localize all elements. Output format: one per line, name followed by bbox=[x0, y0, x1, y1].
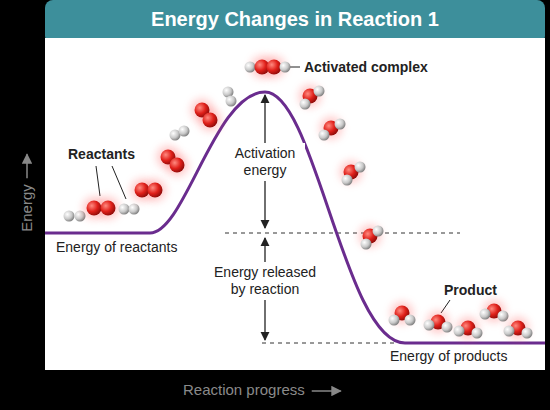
axis-label: Reaction progress bbox=[183, 381, 305, 399]
energy-curve bbox=[45, 92, 545, 343]
panel bbox=[45, 38, 545, 370]
oxygen-atom bbox=[101, 201, 116, 216]
molecule bbox=[424, 311, 453, 333]
molecule bbox=[191, 99, 221, 131]
molecule bbox=[83, 197, 119, 219]
molecule bbox=[454, 317, 483, 339]
hydrogen-atom bbox=[314, 86, 325, 97]
leader-line bbox=[96, 166, 100, 196]
hydrogen-atom bbox=[504, 326, 515, 337]
level-label: Energy of reactants bbox=[56, 239, 177, 256]
hydrogen-atom bbox=[129, 204, 140, 215]
oxygen-atom bbox=[170, 158, 185, 173]
molecule bbox=[340, 161, 366, 186]
product-level bbox=[262, 343, 398, 344]
hydrogen-atom bbox=[245, 62, 256, 73]
hydrogen-atom bbox=[64, 211, 75, 222]
molecule bbox=[480, 300, 509, 322]
molecule bbox=[504, 317, 533, 339]
molecule bbox=[389, 302, 416, 326]
hydrogen-atom bbox=[522, 328, 533, 339]
axis-arrow bbox=[26, 154, 28, 178]
oxygen-atom bbox=[148, 183, 163, 198]
callout-label: Product bbox=[444, 282, 497, 299]
hydrogen-atom bbox=[179, 126, 190, 137]
hydrogen-atom bbox=[361, 239, 372, 250]
axis-arrow bbox=[312, 390, 341, 392]
level-label: Energy of products bbox=[390, 348, 508, 365]
axis-label: Energy bbox=[18, 184, 36, 232]
molecule bbox=[245, 56, 291, 78]
oxygen-atom bbox=[87, 201, 102, 216]
molecule bbox=[299, 85, 325, 110]
molecule bbox=[157, 146, 188, 176]
callout-label: Activated complex bbox=[304, 59, 428, 76]
hydrogen-atom bbox=[226, 96, 237, 107]
leader-line bbox=[441, 300, 450, 313]
oxygen-atom bbox=[135, 183, 150, 198]
title-bar bbox=[45, 0, 545, 44]
molecule bbox=[64, 211, 86, 222]
hydrogen-atom bbox=[335, 119, 346, 130]
dimension-label: Energy released by reaction bbox=[209, 262, 321, 300]
hydrogen-atom bbox=[280, 62, 291, 73]
oxygen-atom bbox=[203, 113, 218, 128]
diagram-title: Energy Changes in Reaction 1 bbox=[45, 0, 545, 38]
hydrogen-atom bbox=[480, 309, 491, 320]
callout-label: Reactants bbox=[68, 146, 135, 163]
hydrogen-atom bbox=[342, 175, 353, 186]
oxygen-atom bbox=[267, 60, 282, 75]
hydrogen-atom bbox=[319, 130, 330, 141]
molecules bbox=[64, 56, 533, 339]
leader-line bbox=[112, 166, 126, 199]
hydrogen-atom bbox=[454, 326, 465, 337]
hydrogen-atom bbox=[498, 311, 509, 322]
molecule bbox=[170, 126, 190, 141]
hydrogen-atom bbox=[119, 204, 130, 215]
hydrogen-atom bbox=[355, 162, 366, 173]
molecule bbox=[223, 87, 237, 107]
axis-arrows bbox=[27, 154, 341, 391]
reactant-level bbox=[225, 233, 460, 234]
molecule bbox=[359, 225, 384, 250]
molecule bbox=[119, 204, 140, 215]
molecule bbox=[319, 117, 346, 141]
hydrogen-atom bbox=[442, 322, 453, 333]
hydrogen-atom bbox=[405, 315, 416, 326]
hydrogen-atom bbox=[424, 320, 435, 331]
molecule bbox=[131, 179, 166, 201]
hydrogen-atom bbox=[373, 226, 384, 237]
hydrogen-atom bbox=[389, 315, 400, 326]
hydrogen-atom bbox=[300, 99, 311, 110]
dimension-label: Activation energy bbox=[225, 143, 305, 181]
hydrogen-atom bbox=[472, 328, 483, 339]
